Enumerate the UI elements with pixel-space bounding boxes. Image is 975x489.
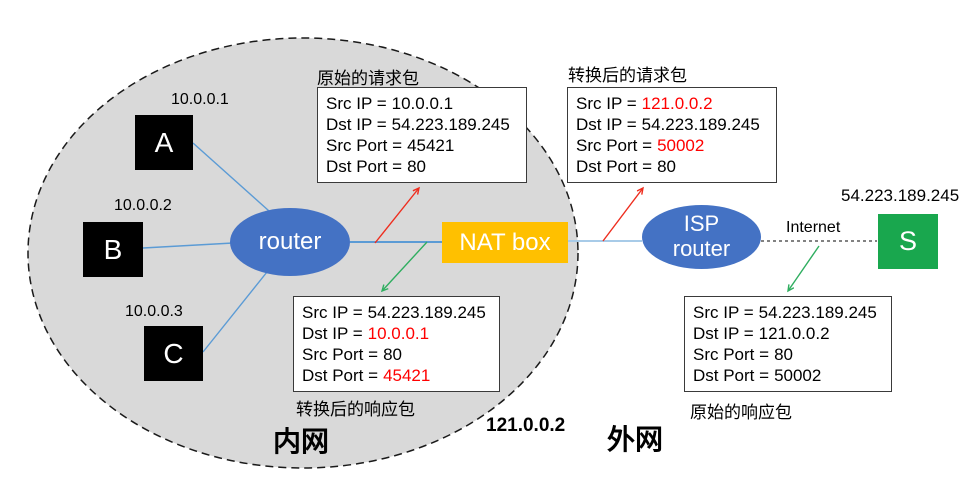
packet-field-label: Dst IP = [302,324,363,343]
packet1-title: 原始的请求包 [317,69,419,88]
packet-field-label: Src IP = [693,303,754,322]
server-name: S [898,226,917,256]
packet-field: Dst IP =54.223.189.245 [326,114,518,135]
packet2-title: 转换后的请求包 [568,66,687,85]
packet-field: Dst IP =54.223.189.245 [576,114,768,135]
host-c-node: C [144,326,203,381]
host-c-ip-label: 10.0.0.3 [125,303,183,320]
internal-router-node: router [230,208,350,276]
host-b-name: B [103,233,123,265]
link-hostc-router [202,271,268,353]
arrow-original-request [374,188,419,244]
packet-field-value: 121.0.0.2 [758,324,830,343]
packet-field: Src IP =54.223.189.245 [302,302,491,323]
packet3-title: 转换后的响应包 [296,400,415,419]
isp-router-label-line2: router [672,236,731,261]
packet-field: Src Port =50002 [576,135,768,156]
packet-field-label: Src Port = [326,136,403,155]
host-a-ip-label: 10.0.0.1 [171,91,229,108]
nat-box-label: NAT box [459,228,551,256]
packet-field-value: 50002 [657,136,705,155]
packet-field-value: 121.0.0.2 [641,94,713,113]
packet4-box: Src IP =54.223.189.245 Dst IP =121.0.0.2… [684,296,892,392]
packet1-box: Src IP =10.0.0.1 Dst IP =54.223.189.245 … [317,87,527,183]
packet-field-label: Dst IP = [326,115,387,134]
packet-field-label: Src Port = [302,345,379,364]
packet-field-value: 54.223.189.245 [758,303,877,322]
packet-field-label: Dst Port = [302,366,379,385]
packet-field-value: 45421 [407,136,455,155]
packet-field-value: 80 [774,345,793,364]
packet-field-value: 10.0.0.1 [367,324,430,343]
internet-label: Internet [786,219,841,236]
packet-field: Dst Port =50002 [693,365,883,386]
host-b-ip-label: 10.0.0.2 [114,197,172,214]
packet-field: Dst Port =80 [576,156,768,177]
host-a-name: A [154,126,174,158]
packet-field: Dst Port =45421 [302,365,491,386]
extranet-zone-label: 外网 [607,424,664,455]
server-node: S [878,214,938,269]
host-b-node: B [83,222,143,277]
packet-field: Src Port =45421 [326,135,518,156]
packet-field: Src Port =80 [693,344,883,365]
packet-field-value: 10.0.0.1 [391,94,454,113]
packet-field-label: Src IP = [326,94,387,113]
packet-field-label: Dst Port = [326,157,403,176]
packet-field: Src IP =54.223.189.245 [693,302,883,323]
packet-field-value: 50002 [774,366,822,385]
packet-field-label: Dst IP = [576,115,637,134]
link-hosta-router [192,142,279,220]
arrow-original-response [788,245,820,291]
arrow-translated-response [382,241,428,291]
packet-field: Dst IP =121.0.0.2 [693,323,883,344]
nat-box-node: NAT box [442,222,568,263]
server-ip-label: 54.223.189.245 [841,186,960,205]
packet-field-label: Src Port = [576,136,653,155]
packet-field-value: 80 [407,157,426,176]
packet-field-value: 54.223.189.245 [641,115,760,134]
packet-field-value: 45421 [383,366,431,385]
host-a-node: A [135,115,193,170]
packet-field-label: Dst Port = [693,366,770,385]
packet-field: Dst Port =80 [326,156,518,177]
host-c-name: C [163,337,184,369]
packet4-title: 原始的响应包 [690,403,792,422]
packet-field-label: Src IP = [302,303,363,322]
packet-field-value: 54.223.189.245 [367,303,486,322]
packet-field-value: 80 [383,345,402,364]
packet-field: Src Port =80 [302,344,491,365]
packet-field: Dst IP =10.0.0.1 [302,323,491,344]
packet-field-label: Src Port = [693,345,770,364]
packet3-box: Src IP =54.223.189.245 Dst IP =10.0.0.1 … [293,296,500,392]
packet-field-value: 80 [657,157,676,176]
packet-field-value: 54.223.189.245 [391,115,510,134]
link-hostb-router [142,242,234,249]
packet-field: Src IP =121.0.0.2 [576,93,768,114]
nat-public-ip-label: 121.0.0.2 [486,415,566,436]
intranet-zone-label: 内网 [273,426,330,457]
packet-field-label: Dst IP = [693,324,754,343]
isp-router-node: ISP router [642,205,761,269]
packet-field-label: Src IP = [576,94,637,113]
packet-field: Src IP =10.0.0.1 [326,93,518,114]
packet-field-label: Dst Port = [576,157,653,176]
internal-router-label: router [258,227,322,255]
packet2-box: Src IP =121.0.0.2 Dst IP =54.223.189.245… [567,87,777,183]
isp-router-label-line1: ISP [683,211,720,237]
arrow-translated-request [602,188,643,242]
